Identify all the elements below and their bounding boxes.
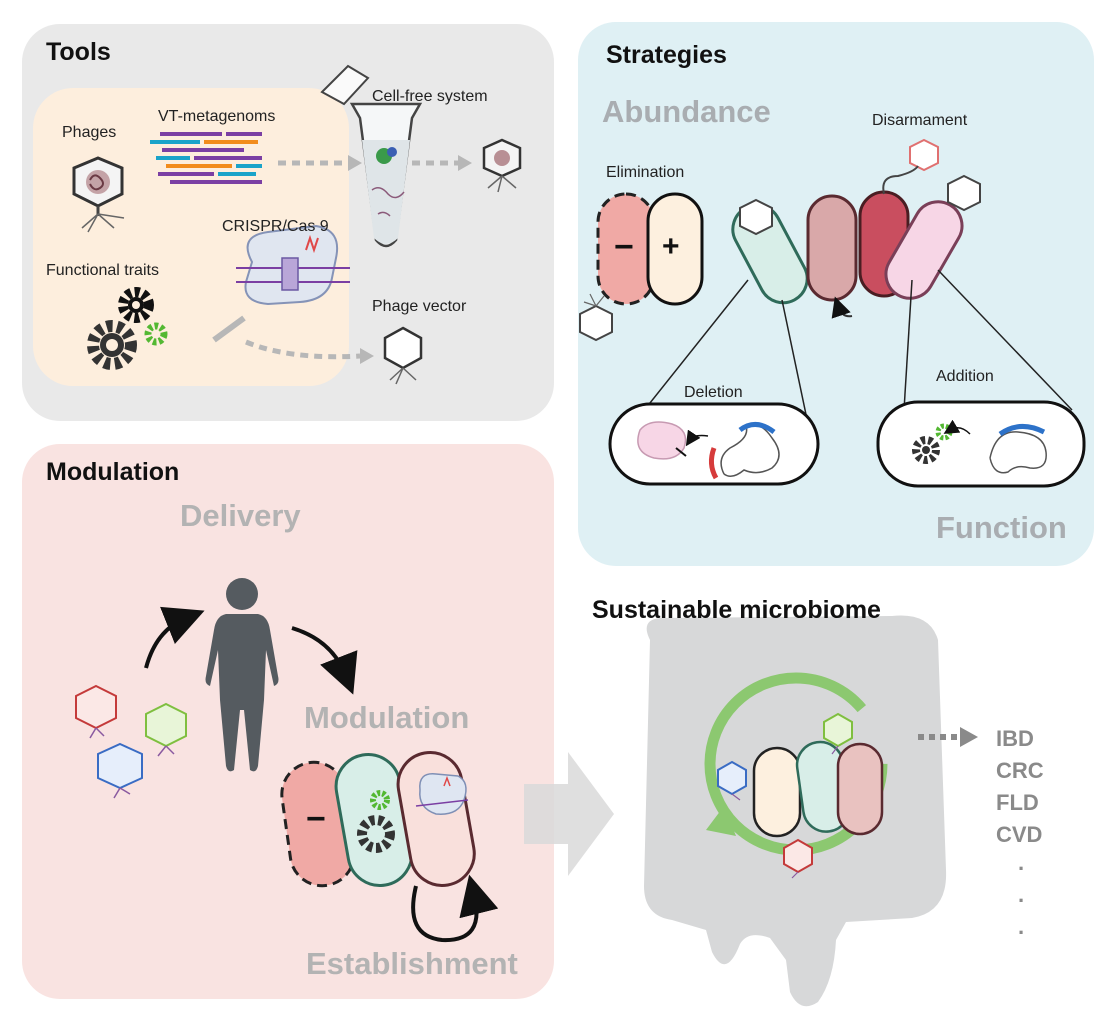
ellipsis-dot: · (1018, 856, 1026, 881)
sustainable-bacteria (717, 712, 884, 879)
addition-label: Addition (936, 368, 994, 385)
delivery-label: Delivery (180, 498, 301, 533)
establishment-label: Establishment (306, 946, 518, 981)
zoom-lines (637, 269, 1073, 425)
tools-title: Tools (46, 38, 111, 66)
modulation-phages-icon (75, 684, 187, 799)
elimination-plus-symbol: + (662, 230, 680, 263)
disease-ibd: IBD (996, 726, 1034, 751)
phages-label: Phages (62, 124, 117, 141)
ellipsis-dot: · (1018, 888, 1026, 913)
addition-cell (876, 400, 1086, 488)
disarmament-label: Disarmament (872, 112, 968, 129)
phage-vector-icon (383, 326, 423, 385)
cycle-arrowhead (706, 806, 736, 836)
establishment-cycle-arrow (411, 874, 499, 943)
sustainable-microbiome-title: Sustainable microbiome (592, 596, 881, 624)
disease-crc: CRC (996, 758, 1044, 783)
functional-traits-gears-icon (87, 287, 168, 370)
elimination-label: Elimination (606, 164, 685, 181)
tools-flow-arrows (212, 155, 472, 364)
human-icon (205, 578, 279, 772)
modulation-step-label: Modulation (304, 700, 470, 735)
crispr-cas9-label: CRISPR/Cas 9 (222, 218, 329, 235)
phage-icon (72, 156, 125, 233)
transition-arrow (524, 752, 614, 876)
function-label: Function (936, 510, 1067, 545)
elimination-bacteria (579, 192, 704, 342)
deletion-label: Deletion (684, 384, 743, 401)
modulation-minus-symbol: − (306, 800, 326, 838)
cell-free-system-label: Cell-free system (372, 88, 488, 105)
strategies-title: Strategies (606, 41, 727, 69)
disease-cvd: CVD (996, 822, 1043, 847)
phage-product-icon (482, 138, 522, 193)
vt-metagenoms-label: VT-metagenoms (158, 108, 276, 125)
disease-arrow (918, 727, 978, 747)
delivery-arrow-up (144, 606, 205, 669)
phage-vector-label: Phage vector (372, 298, 467, 315)
crispr-cas9-icon (236, 224, 350, 306)
abundance-label: Abundance (602, 94, 771, 129)
modulation-bacteria (280, 751, 499, 943)
elimination-minus-symbol: − (614, 228, 634, 266)
disarmament-bacteria (731, 138, 981, 319)
disease-fld: FLD (996, 790, 1039, 815)
metagenome-sequences-icon (150, 132, 262, 184)
modulation-title: Modulation (46, 458, 180, 486)
functional-traits-label: Functional traits (46, 262, 159, 279)
cell-free-tube-icon (320, 64, 423, 248)
deletion-cell (608, 402, 820, 486)
ellipsis-dot: · (1018, 920, 1026, 945)
delivery-arrow-down (291, 626, 358, 695)
